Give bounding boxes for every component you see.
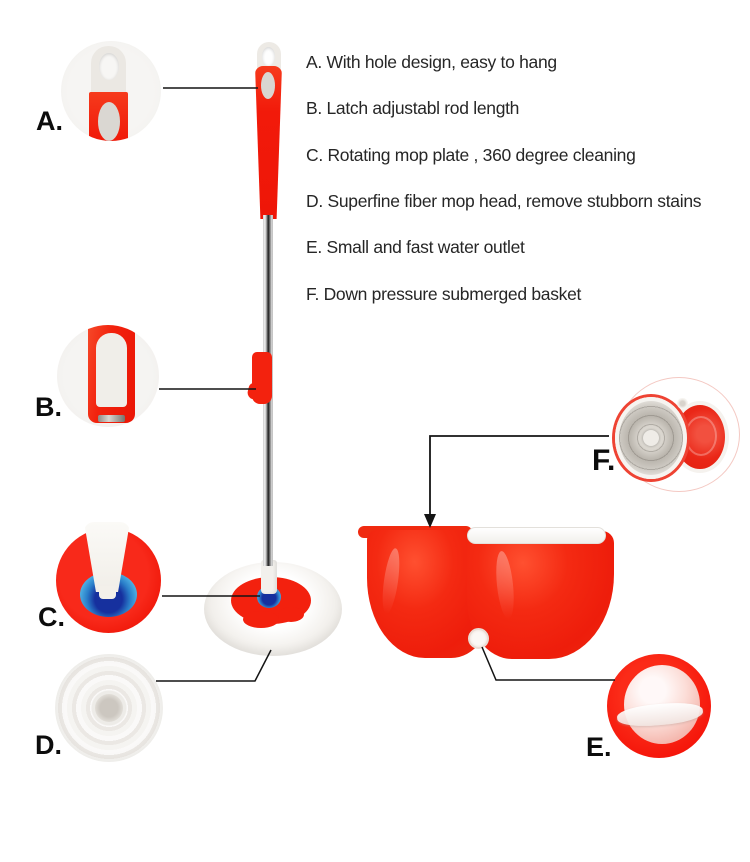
mop-plate-connector xyxy=(261,560,277,594)
strainer-basket-zoom xyxy=(615,397,687,479)
feature-item-a: A. With hole design, easy to hang xyxy=(306,52,557,72)
hang-hole-zoom xyxy=(99,53,119,80)
mop-plate-edge-blob xyxy=(278,607,304,622)
callout-f-circle xyxy=(615,377,740,492)
callout-d-circle xyxy=(55,654,163,762)
callout-f-label: F. xyxy=(592,444,616,477)
callout-b-label: B. xyxy=(35,392,62,422)
connector-prong-zoom xyxy=(99,586,116,599)
callout-c-circle xyxy=(56,522,161,633)
wash-plate-inner-ring-zoom xyxy=(685,416,717,456)
feature-item-b: B. Latch adjustabl rod length xyxy=(306,98,520,118)
mop-latch xyxy=(252,352,272,404)
bucket-body-right xyxy=(467,531,614,659)
feature-item-f: F. Down pressure submerged basket xyxy=(306,284,582,304)
callout-arrow-f-line xyxy=(429,435,609,516)
callout-e-label: E. xyxy=(586,732,612,762)
latch-window-zoom xyxy=(96,333,127,407)
callout-e-circle xyxy=(607,654,711,758)
feature-item-d: D. Superfine fiber mop head, remove stub… xyxy=(306,191,702,211)
bucket-water-outlet xyxy=(468,628,489,649)
mop-grip-oval-inset xyxy=(261,72,275,99)
fiber-center-zoom xyxy=(95,694,123,722)
callout-d-label: D. xyxy=(35,730,62,760)
grip-oval-zoom xyxy=(98,102,120,141)
basket-rim-tab-zoom xyxy=(677,398,688,409)
feature-item-c: C. Rotating mop plate , 360 degree clean… xyxy=(306,145,636,165)
callout-line-d xyxy=(156,649,272,682)
callout-a-label: A. xyxy=(36,106,63,136)
callout-c-label: C. xyxy=(38,602,65,632)
feature-item-e: E. Small and fast water outlet xyxy=(306,237,525,257)
latch-metal-base-zoom xyxy=(98,415,125,422)
callout-b-circle xyxy=(57,325,159,427)
bucket-basket-rim xyxy=(467,527,606,544)
mop-plate-edge-blob xyxy=(243,611,279,628)
mop-handle-hang-hole xyxy=(262,47,275,66)
callout-a-circle xyxy=(61,41,161,141)
strainer-center-zoom xyxy=(643,430,659,446)
